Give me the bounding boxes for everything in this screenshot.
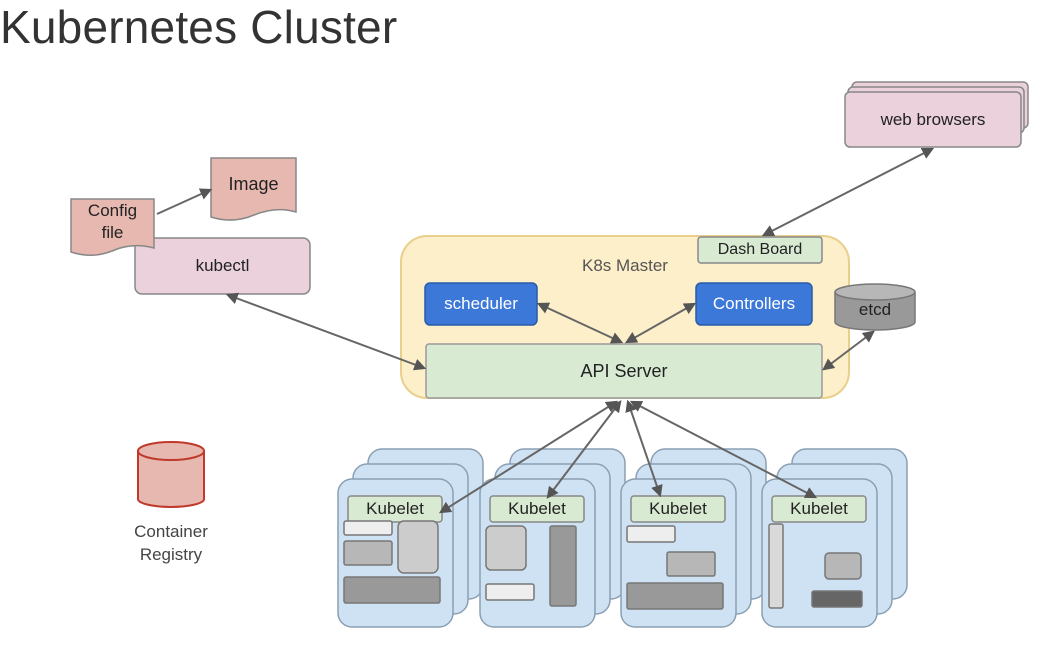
config-file-line2: file [101, 223, 124, 242]
page-title: Kubernetes Cluster [0, 1, 398, 53]
node-1-pod-4 [343, 576, 441, 604]
arrow-kubelet2-api [546, 400, 622, 499]
kubectl-box [134, 237, 311, 295]
web-browsers-label: web browsers [880, 109, 986, 129]
node-4 [761, 448, 908, 628]
node-1-pod-1 [343, 520, 393, 536]
arrow-browsers-dashboard [761, 147, 935, 237]
etcd-cylinder [834, 283, 916, 331]
controllers-label: Controllers [712, 294, 796, 313]
node-4-pod-3 [811, 590, 863, 608]
arrow-kubectl-api [225, 292, 427, 371]
node-2-pod-1 [485, 525, 527, 571]
arrow-controllers-api [624, 302, 697, 344]
image-doc [210, 157, 297, 221]
k8s-master-label: K8s Master [582, 256, 668, 275]
node-3-pod-2 [666, 551, 716, 577]
scheduler-label: scheduler [444, 294, 518, 313]
node-4-pod-1 [768, 523, 784, 609]
api-server-box [425, 343, 823, 399]
node-4-pod-2 [824, 552, 862, 580]
web-browsers-box [844, 91, 1022, 148]
image-label: Image [228, 173, 279, 194]
kubelet-1-label: Kubelet [366, 499, 424, 518]
dashboard-label[interactable]: Dash Board [717, 241, 803, 258]
kubelet-3-label: Kubelet [649, 499, 707, 518]
node-1-pod-3 [397, 520, 439, 574]
arrow-scheduler-api [536, 302, 624, 344]
node-2-pod-3 [549, 525, 577, 607]
registry-line1: Container [134, 522, 208, 541]
node-3-pod-1 [626, 525, 676, 543]
arrow-etcd-api [822, 330, 875, 371]
config-file-doc [70, 198, 155, 256]
config-file-label: Config file [71, 199, 154, 245]
node-2 [479, 448, 626, 628]
dashboard-box [697, 236, 823, 264]
api-server-label: API Server [580, 360, 668, 381]
node-1-pod-2 [343, 540, 393, 566]
etcd-label: etcd [858, 300, 892, 319]
node-3-pod-3 [626, 582, 724, 610]
kubectl-label: kubectl [195, 256, 250, 275]
kubelet-4-label: Kubelet [790, 499, 848, 518]
node-1 [337, 448, 484, 628]
config-file-line1: Config [87, 201, 138, 220]
container-registry-label: Container Registry [116, 519, 226, 567]
node-2-pod-2 [485, 583, 535, 601]
kubelet-2-label: Kubelet [508, 499, 566, 518]
container-registry-cylinder [137, 441, 205, 508]
registry-line2: Registry [139, 545, 203, 564]
arrow-config-image [156, 188, 213, 215]
node-3 [620, 448, 767, 628]
arrow-kubelet4-api [629, 400, 818, 499]
kubelet-4-box [771, 495, 867, 523]
